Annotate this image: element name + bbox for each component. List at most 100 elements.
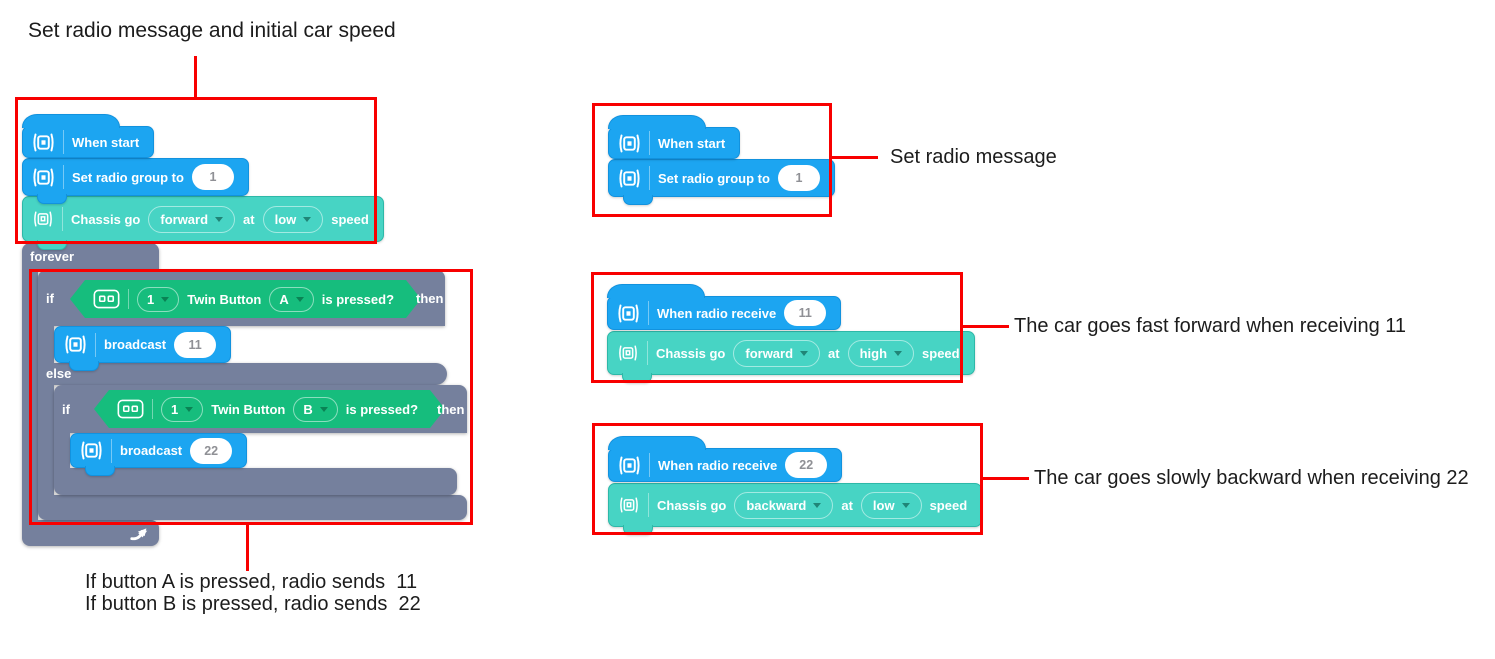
broadcast-value-input[interactable]: 11 xyxy=(174,331,217,358)
annotation-connector-line xyxy=(983,477,1029,480)
direction-dropdown[interactable]: forward xyxy=(733,339,821,367)
dropdown-value: 1 xyxy=(147,291,155,307)
block-label: Chassis go xyxy=(71,211,141,227)
broadcast-value-input[interactable]: 22 xyxy=(190,437,233,464)
block-label: When start xyxy=(658,135,726,151)
block-set-radio-group[interactable]: Set radio group to 1 xyxy=(608,159,835,205)
receive-value-input[interactable]: 11 xyxy=(784,300,827,326)
radio-group-input[interactable]: 1 xyxy=(191,164,234,190)
block-label: Chassis go xyxy=(657,497,727,513)
annotation-connector-line xyxy=(246,525,249,571)
block-label: speed xyxy=(331,211,369,227)
block-label: When radio receive xyxy=(657,305,777,321)
event-flag-icon xyxy=(618,132,641,155)
divider xyxy=(95,332,96,357)
if-footer[interactable] xyxy=(38,495,467,520)
dropdown-caret-icon xyxy=(215,216,224,222)
if-footer[interactable] xyxy=(54,468,457,495)
block-label: at xyxy=(828,345,840,361)
dropdown-value: backward xyxy=(746,497,807,513)
twin-button-pressed-condition[interactable]: 1 Twin Button B is pressed? xyxy=(94,390,445,428)
block-label: speed xyxy=(929,497,968,513)
port-dropdown[interactable]: 1 xyxy=(161,397,203,422)
divider xyxy=(111,438,112,463)
dropdown-caret-icon xyxy=(894,350,903,356)
block-broadcast-22[interactable]: broadcast 22 xyxy=(70,433,248,476)
block-chassis-go[interactable]: Chassis go forward at low speed xyxy=(22,196,384,250)
direction-dropdown[interactable]: backward xyxy=(734,491,834,519)
block-when-start[interactable]: When start xyxy=(22,114,155,158)
radio-group-input[interactable]: 1 xyxy=(777,165,820,191)
block-chassis-go[interactable]: Chassis go forward at high speed xyxy=(607,331,975,383)
dropdown-value: low xyxy=(274,211,297,227)
divider xyxy=(649,131,650,155)
block-when-radio-receive-11[interactable]: When radio receive 11 xyxy=(607,284,842,330)
block-when-start[interactable]: When start xyxy=(608,115,741,159)
annotation-receive-11-label: The car goes fast forward when receiving… xyxy=(1014,315,1407,337)
event-flag-icon xyxy=(618,454,641,477)
dropdown-caret-icon xyxy=(161,297,169,302)
block-chassis-go[interactable]: Chassis go backward at low speed xyxy=(608,483,983,535)
if-block-b[interactable]: if 1 Twin Button B is pressed? then xyxy=(54,385,480,497)
dropdown-value: high xyxy=(859,345,888,361)
sensor-name: Twin Button xyxy=(211,401,286,417)
receive-value-input[interactable]: 22 xyxy=(785,452,828,478)
divider xyxy=(128,289,129,309)
block-broadcast-11[interactable]: broadcast 11 xyxy=(54,326,232,371)
dropdown-caret-icon xyxy=(296,297,304,302)
dropdown-value: A xyxy=(279,291,289,307)
event-flag-icon xyxy=(80,439,103,462)
speed-dropdown[interactable]: low xyxy=(860,491,922,519)
then-label: then xyxy=(437,402,465,417)
if-left-arm xyxy=(54,433,70,468)
divider xyxy=(62,207,63,231)
twin-button-pressed-condition[interactable]: 1 Twin Button A is pressed? xyxy=(70,280,421,318)
block-set-radio-group[interactable]: Set radio group to 1 xyxy=(22,158,249,204)
dropdown-value: low xyxy=(872,497,895,513)
annotation-connector-line xyxy=(194,56,197,97)
divider xyxy=(648,301,649,325)
annotation-box-receive-11 xyxy=(591,272,963,383)
annotation-box-if-else xyxy=(29,269,473,525)
else-bar[interactable] xyxy=(38,363,447,385)
divider xyxy=(647,341,648,365)
then-label: then xyxy=(416,291,444,306)
dropdown-value: forward xyxy=(745,345,794,361)
if-label: if xyxy=(62,402,70,417)
condition-suffix: is pressed? xyxy=(321,291,395,307)
event-flag-icon xyxy=(617,302,640,325)
button-dropdown[interactable]: B xyxy=(293,397,337,422)
button-dropdown[interactable]: A xyxy=(269,287,313,312)
dropdown-value: B xyxy=(303,401,313,417)
if-left-arm xyxy=(38,326,54,363)
speed-dropdown[interactable]: high xyxy=(847,339,915,367)
port-dropdown[interactable]: 1 xyxy=(137,287,179,312)
dropdown-caret-icon xyxy=(813,502,822,508)
dropdown-value: forward xyxy=(160,211,209,227)
if-else-block-a[interactable]: if 1 Twin Button A is pressed? then else xyxy=(38,270,478,522)
block-label: broadcast xyxy=(104,337,167,352)
direction-dropdown[interactable]: forward xyxy=(148,205,236,233)
block-when-radio-receive-22[interactable]: When radio receive 22 xyxy=(608,436,843,482)
annotation-radio-setup-label: Set radio message xyxy=(890,146,1057,168)
forever-label: forever xyxy=(30,249,75,264)
annotation-box-receive-22 xyxy=(592,423,983,535)
annotation-box-radio-setup xyxy=(592,103,832,217)
dropdown-value: 1 xyxy=(171,401,179,417)
chassis-icon xyxy=(617,342,639,364)
forever-block[interactable]: forever xyxy=(22,243,492,553)
block-label: Set radio group to xyxy=(658,170,770,186)
twin-button-icon xyxy=(117,399,144,419)
speed-dropdown[interactable]: low xyxy=(262,205,324,233)
dropdown-caret-icon xyxy=(320,407,328,412)
block-label: at xyxy=(841,497,853,513)
divider xyxy=(63,130,64,154)
annotation-receive-22-label: The car goes slowly backward when receiv… xyxy=(1034,467,1469,489)
dropdown-caret-icon xyxy=(185,407,193,412)
block-label: Set radio group to xyxy=(72,169,184,185)
block-label: Chassis go xyxy=(656,345,726,361)
annotation-setup-label: Set radio message and initial car speed xyxy=(28,19,396,42)
condition-suffix: is pressed? xyxy=(345,401,419,417)
block-label: at xyxy=(243,211,255,227)
